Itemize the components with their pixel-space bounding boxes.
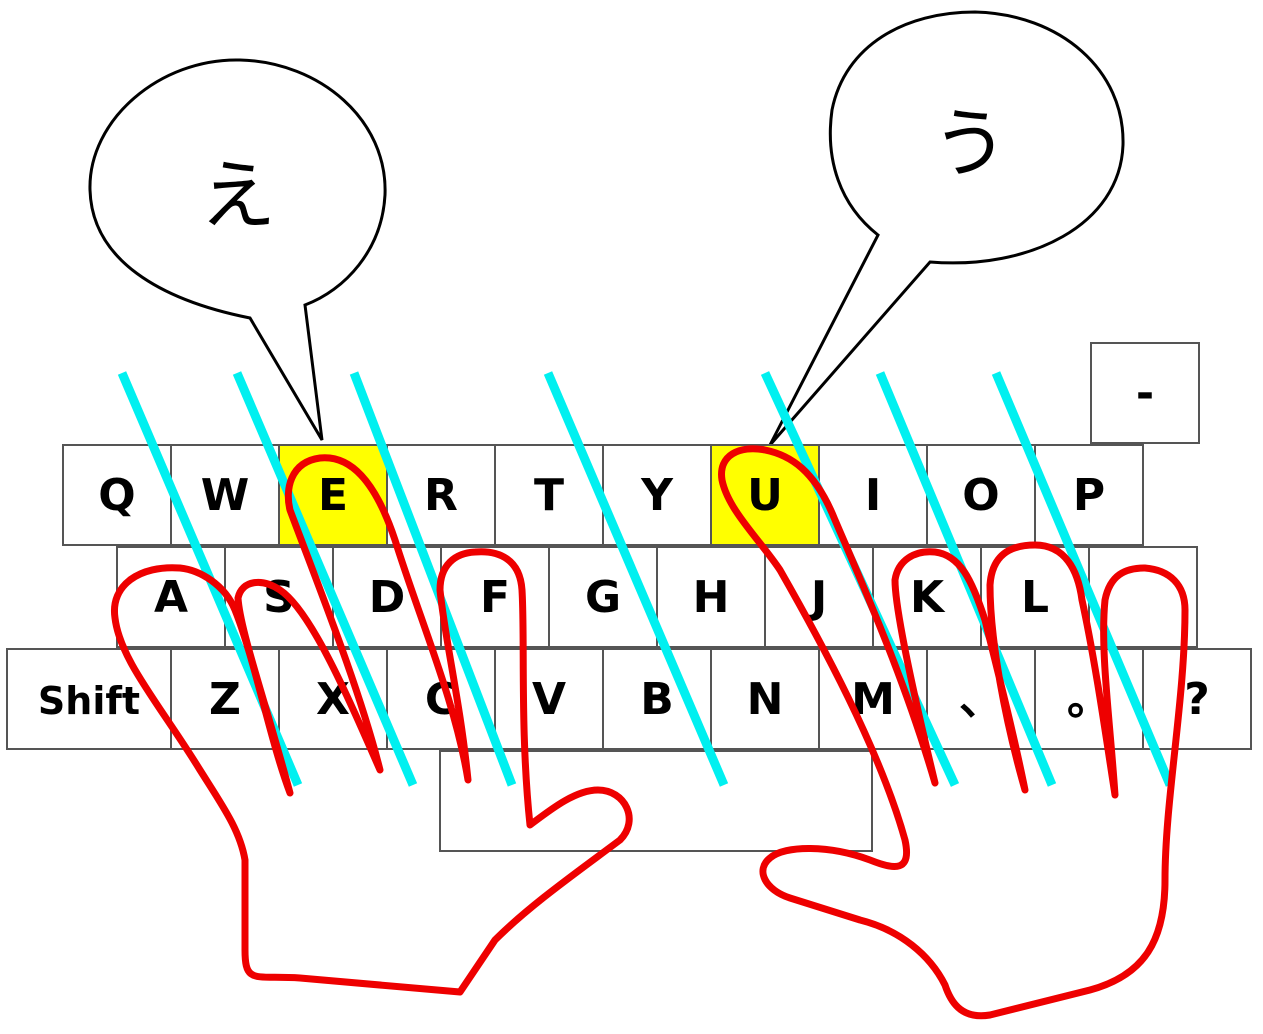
key-face: [1142, 648, 1252, 750]
key-h[interactable]: H: [656, 546, 766, 648]
key-f[interactable]: F: [440, 546, 550, 648]
key-label: K: [910, 572, 946, 623]
key-label: F: [480, 572, 510, 623]
key-label: Q: [98, 470, 135, 521]
key-n[interactable]: N: [710, 648, 820, 750]
key-y[interactable]: Y: [602, 444, 712, 546]
key-label: 、: [959, 674, 1003, 725]
key-label: T: [534, 470, 564, 521]
key-label: H: [693, 572, 730, 623]
speech-bubble-right: う: [768, 10, 1125, 446]
key-face: [62, 444, 172, 546]
key-bottom-punct[interactable]: 。: [1034, 648, 1144, 750]
key-label: D: [369, 572, 406, 623]
key-r[interactable]: R: [386, 444, 496, 546]
key-label: R: [424, 470, 458, 521]
guide-line: [543, 371, 729, 787]
speech-bubble-left-shape: [88, 58, 387, 441]
key-bottom-punct[interactable]: ?: [1142, 648, 1252, 750]
key-label: V: [532, 674, 566, 725]
key-label: W: [201, 470, 250, 521]
key-label: G: [585, 572, 621, 623]
key-face: [1034, 648, 1144, 750]
key-label: B: [640, 674, 674, 725]
key-label: -: [1136, 368, 1154, 419]
left-hand: [110, 454, 633, 996]
guide-line: [991, 371, 1175, 787]
guide-line: [232, 371, 418, 787]
key-label: U: [747, 470, 783, 521]
key-label: X: [316, 674, 350, 725]
key-label: O: [962, 470, 999, 521]
key-face: [1090, 342, 1200, 444]
key-label: N: [747, 674, 784, 725]
key-q[interactable]: Q: [62, 444, 172, 546]
key-face: [602, 648, 712, 750]
space-bar[interactable]: [439, 750, 873, 852]
key-label: Z: [209, 674, 241, 725]
key-face: [656, 546, 766, 648]
speech-bubble-right-text: う: [932, 99, 1008, 188]
right-hand: [718, 445, 1189, 1020]
key-face: [710, 648, 820, 750]
key-face: [1034, 444, 1144, 546]
key-extra-punct[interactable]: -: [1090, 342, 1200, 444]
key-face: [440, 546, 550, 648]
key-v[interactable]: V: [494, 648, 604, 750]
key-label: E: [318, 470, 348, 521]
key-label: I: [865, 470, 881, 521]
key-label: Shift: [38, 679, 140, 723]
key-a[interactable]: A: [116, 546, 226, 648]
speech-bubble-left-text: え: [200, 151, 276, 240]
guide-line: [349, 371, 517, 787]
hand-outlines: [110, 445, 1189, 1020]
speech-bubble-left: え: [88, 58, 387, 441]
key-label: Y: [640, 470, 674, 521]
key-p[interactable]: P: [1034, 444, 1144, 546]
key-label: P: [1073, 470, 1105, 521]
key-label: A: [154, 572, 188, 623]
key-label: J: [808, 572, 827, 623]
key-label: L: [1021, 572, 1049, 623]
key-shift[interactable]: Shift: [6, 648, 172, 750]
speech-bubble-right-shape: [768, 10, 1125, 446]
key-label: ?: [1184, 674, 1210, 725]
key-b[interactable]: B: [602, 648, 712, 750]
